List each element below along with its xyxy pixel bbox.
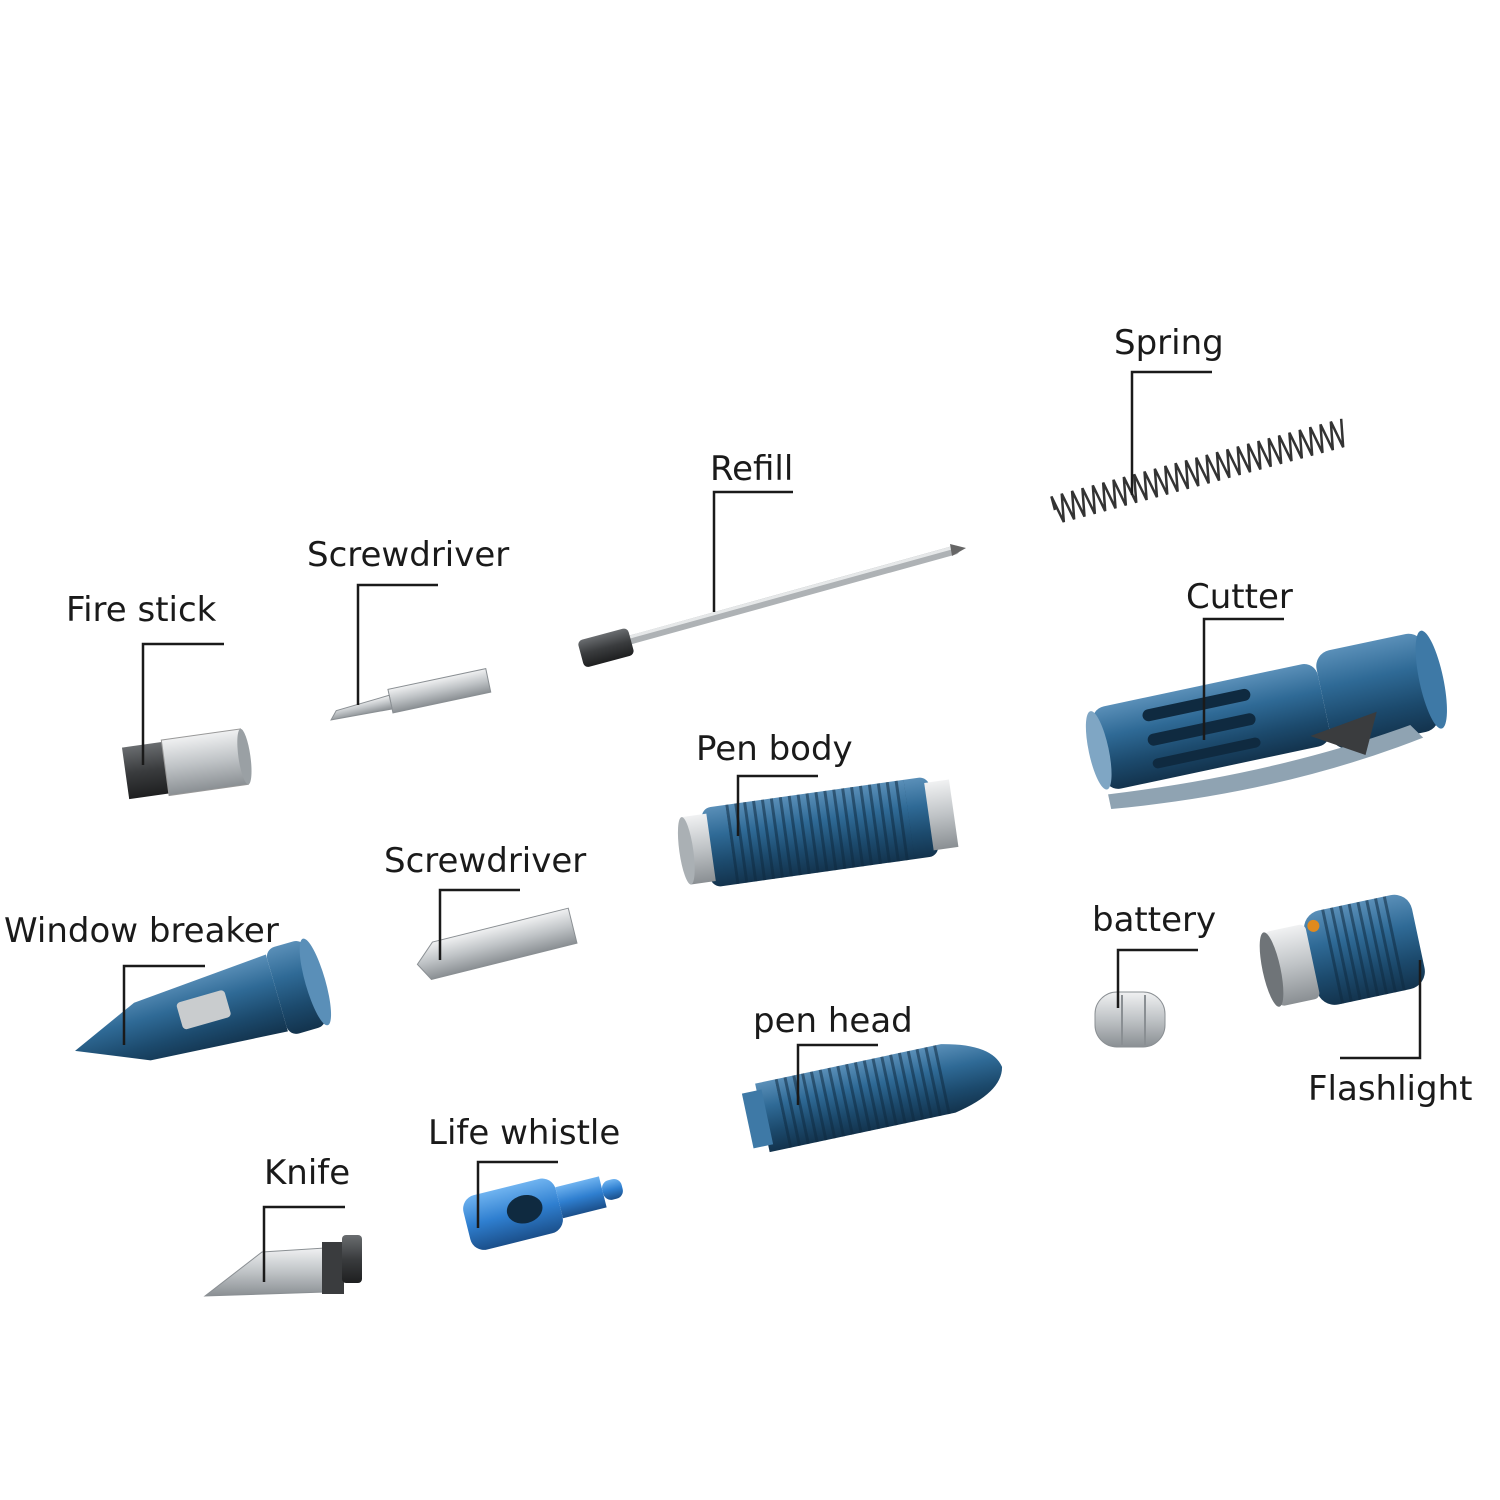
- leader-window-breaker: [122, 964, 205, 1045]
- label-screwdriver-mid: Screwdriver: [384, 841, 587, 881]
- label-fire-stick: Fire stick: [66, 590, 217, 630]
- leader-life-whistle: [476, 1160, 558, 1228]
- pen-head-part: [741, 1044, 1003, 1153]
- label-battery: battery: [1092, 900, 1217, 940]
- leader-knife: [262, 1205, 345, 1282]
- flashlight-part: [1259, 894, 1425, 1007]
- label-spring: Spring: [1114, 323, 1224, 363]
- screwdriver-mid-part: [416, 907, 578, 980]
- leader-pen-body: [736, 774, 818, 836]
- cutter-part: [1085, 630, 1447, 810]
- leader-battery: [1116, 948, 1198, 1008]
- leader-screwdriver-top: [356, 583, 438, 705]
- leader-refill: [712, 490, 793, 612]
- leader-cutter: [1202, 617, 1284, 740]
- leader-spring: [1130, 370, 1212, 495]
- fire-stick-part: [121, 728, 252, 800]
- spring-coil: [1050, 418, 1345, 523]
- spring-part: [1050, 418, 1345, 523]
- label-refill: Refill: [710, 449, 794, 489]
- label-flashlight: Flashlight: [1308, 1069, 1473, 1109]
- label-knife: Knife: [264, 1153, 351, 1193]
- label-life-whistle: Life whistle: [428, 1113, 621, 1153]
- label-pen-body: Pen body: [696, 729, 853, 769]
- leader-flashlight: [1340, 960, 1422, 1060]
- label-window-breaker: Window breaker: [4, 911, 279, 951]
- battery-part: [1094, 991, 1166, 1048]
- label-pen-head: pen head: [753, 1001, 913, 1041]
- leader-pen-head: [796, 1043, 878, 1105]
- screwdriver-top-part: [330, 668, 492, 721]
- knife-part: [203, 1235, 362, 1297]
- leader-lines: [122, 370, 1422, 1282]
- pen-body-part: [677, 777, 959, 887]
- leader-fire-stick: [141, 642, 224, 765]
- window-breaker-part: [75, 938, 332, 1061]
- leader-screwdriver-mid: [438, 888, 520, 960]
- life-whistle-part: [463, 1176, 623, 1250]
- refill-part: [578, 544, 966, 667]
- label-cutter: Cutter: [1186, 577, 1293, 617]
- label-screwdriver-top: Screwdriver: [307, 535, 510, 575]
